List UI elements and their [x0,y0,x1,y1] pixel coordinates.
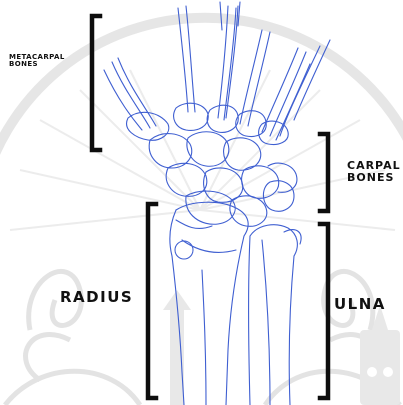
ulna-bracket [320,224,328,398]
radius-bracket [148,204,156,398]
carpal-bones-label: CARPAL BONES [347,160,401,183]
carpal-bracket [320,134,328,211]
ulna-label: ULNA [334,297,386,313]
metacarpal-bones-label: METACARPAL BONES [9,54,65,69]
metacarpal-bracket [92,16,100,150]
radius-label: RADIUS [60,290,133,306]
